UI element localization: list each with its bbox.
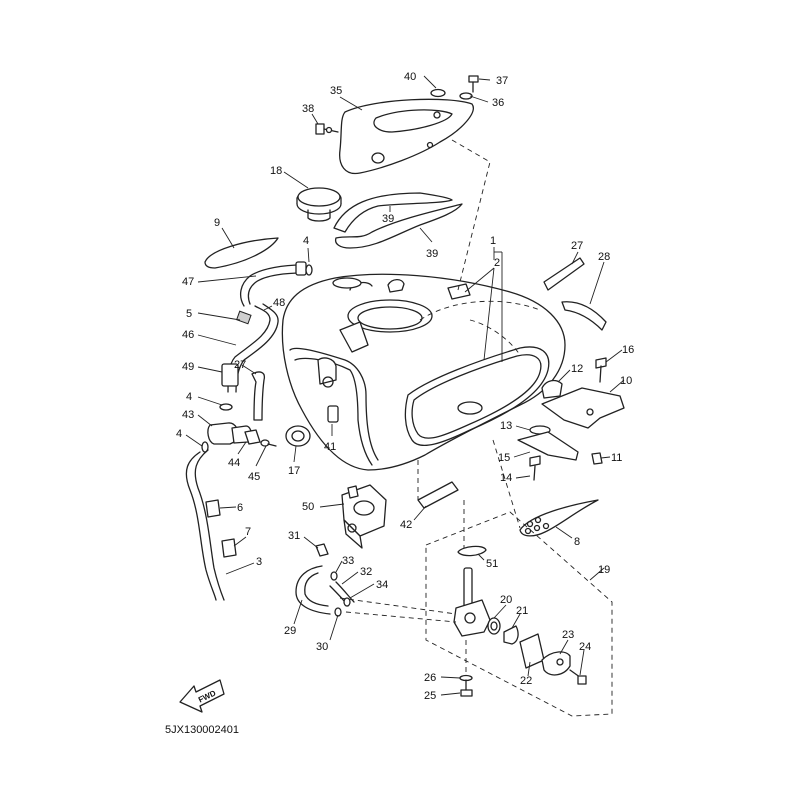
tank-emblem-part [519,499,599,537]
grommet-part [285,425,311,447]
callout-21: 21 [516,605,528,617]
callout-32: 32 [360,566,372,578]
callout-20: 20 [500,594,512,606]
callout-28: 28 [598,251,610,263]
callout-47: 47 [182,276,194,288]
callout-4: 4 [176,428,182,440]
callout-48: 48 [273,297,285,309]
callout-33: 33 [342,555,354,567]
front-bracket-part [517,425,579,481]
callout-43: 43 [182,409,194,421]
callout-30: 30 [316,641,328,653]
callout-23: 23 [562,629,574,641]
damper-strip-part [543,257,607,331]
callout-labels: 1 2 3 4 4 4 5 6 7 8 9 10 11 12 13 14 15 … [176,71,634,702]
diagram-code: 5JX130002401 [165,724,239,736]
callout-13: 13 [500,420,512,432]
drain-hose-part [185,449,225,601]
hose-clip-part [201,264,313,453]
callout-50: 50 [302,501,314,513]
fuel-tank-part [281,273,566,471]
callout-10: 10 [620,375,632,387]
fwd-arrow-icon: FWD [179,679,225,713]
callout-18: 18 [270,165,282,177]
callout-11: 11 [611,452,622,464]
leader-lines [185,75,625,696]
callout-22: 22 [520,675,532,687]
callout-41: 41 [324,441,336,453]
callout-6: 6 [237,502,243,514]
callout-38: 38 [302,103,314,115]
callout-27: 27 [234,359,246,371]
fuel-cap-part [296,187,342,222]
hose-clamp-part [205,499,237,558]
callout-16: 16 [622,344,634,356]
callout-24: 24 [579,641,591,653]
callout-34: 34 [376,579,388,591]
callout-31: 31 [288,530,300,542]
callout-2: 2 [494,257,500,269]
callout-4: 4 [303,235,309,247]
callout-45: 45 [248,471,260,483]
callout-44: 44 [228,457,240,469]
small-hose-part [251,371,266,421]
callout-39: 39 [382,213,394,225]
callout-42: 42 [400,519,412,531]
callout-26: 26 [424,672,436,684]
callout-35: 35 [330,85,342,97]
callout-51: 51 [486,558,498,570]
callout-8: 8 [574,536,580,548]
callout-37: 37 [496,75,508,87]
callout-29: 29 [284,625,296,637]
breather-hose-part [221,261,307,393]
tank-damper-part [327,405,339,423]
collar-bolt-part [244,429,277,447]
tank-cover-part [339,98,474,175]
fuel-tank-strap-part [417,481,459,509]
callout-9: 9 [214,217,220,229]
callout-4: 4 [186,391,192,403]
callout-1: 1 [490,235,496,247]
cover-washer-part [430,75,479,100]
cover-screw-part [315,123,339,135]
callout-46: 46 [182,329,194,341]
cover-trim-part [333,192,463,249]
callout-7: 7 [245,526,251,538]
callout-15: 15 [498,452,510,464]
fuel-cock-part [453,545,491,697]
tank-pad-part [204,237,279,269]
guide-lines [339,139,613,717]
callout-49: 49 [182,361,194,373]
callout-14: 14 [500,472,512,484]
callout-40: 40 [404,71,416,83]
callout-12: 12 [571,363,583,375]
callout-27: 27 [571,240,583,252]
fuel-pump-part [341,484,387,549]
callout-19: 19 [598,564,610,576]
callout-36: 36 [492,97,504,109]
fuel-cock-lever-part [487,617,587,685]
callout-39: 39 [426,248,438,260]
callout-17: 17 [288,465,300,477]
callout-3: 3 [256,556,262,568]
callout-5: 5 [186,308,192,320]
rear-bracket-part [541,357,625,465]
fuel-hose-part [295,543,355,617]
callout-25: 25 [424,690,436,702]
